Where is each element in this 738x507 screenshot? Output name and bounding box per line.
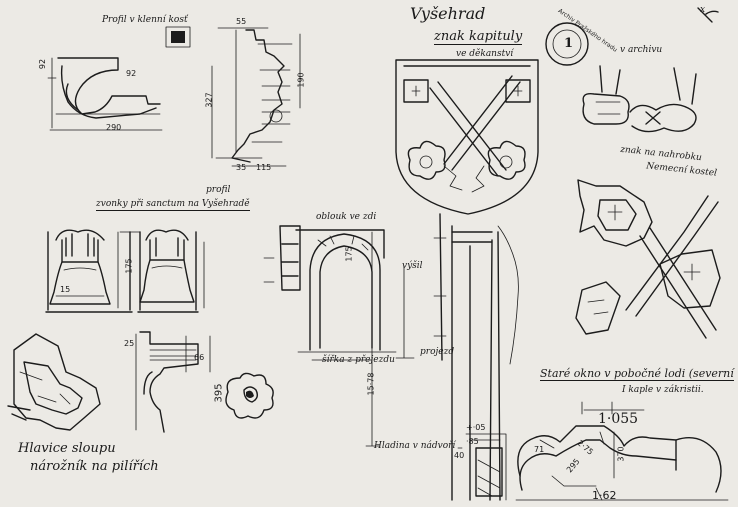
- label-corner-piece: nárožník na pilířích: [30, 459, 159, 474]
- archive-keys-sketch: [582, 65, 697, 133]
- dim-105: +·05: [466, 423, 486, 432]
- capital-ornament-sketch: [7, 333, 101, 431]
- archive-stamp-number: 1: [564, 36, 574, 51]
- dim-175-arch: 175: [344, 246, 354, 262]
- label-profile: profil: [206, 185, 231, 195]
- archive-stamp-ring: [545, 22, 589, 66]
- label-arch: oblouk ve zdi: [316, 212, 377, 222]
- dim-290: 290: [106, 123, 122, 132]
- stepped-profile-sketch: [211, 27, 301, 167]
- corner-mark: x: [700, 5, 706, 15]
- dim-35: 35: [236, 163, 247, 172]
- dim-085: ·85: [466, 437, 479, 446]
- dim-55: 55: [236, 17, 247, 26]
- dim-92-left: 92: [38, 58, 48, 70]
- wall-section-sketch: [365, 213, 519, 501]
- dim-115: 115: [256, 163, 272, 172]
- label-chapter-arms: znak kapituly: [434, 29, 523, 45]
- dim-15: 15: [60, 285, 71, 294]
- flower-ornament-sketch: [225, 372, 274, 419]
- label-courtyard-level: Hladina v nádvoří: [374, 441, 456, 451]
- label-capital: Hlavice sloupu: [18, 441, 116, 456]
- dim-190: 190: [296, 72, 306, 88]
- window-profile-sketch: [47, 26, 191, 131]
- dim-25: 25: [124, 339, 135, 348]
- arch-sketch: [263, 225, 397, 361]
- dim-395: 395: [213, 383, 225, 403]
- dim-92: 92: [126, 69, 137, 78]
- dim-327: 327: [204, 92, 214, 108]
- dim-40: 40: [454, 451, 465, 460]
- label-old-window: Staré okno v pobočné lodi (severní: [540, 367, 734, 381]
- corbel-profile-sketch: [135, 331, 211, 433]
- label-passage-width: šířka z přejezdu: [322, 355, 395, 365]
- chapter-shield-sketch: [395, 59, 539, 215]
- dim-71: 71: [534, 445, 545, 454]
- corner-mark-glyph: [697, 7, 719, 23]
- label-bells: zvonky při sanctum na Vyšehradě: [96, 199, 250, 211]
- label-in-archive: v archivu: [620, 45, 663, 55]
- label-window-profile: Profil v klenní kosť: [102, 15, 188, 25]
- label-in-deanery: ve děkanství: [456, 49, 514, 59]
- dim-175: 175: [124, 258, 134, 274]
- sheet-title: Vyšehrad: [410, 4, 486, 23]
- label-height: výšil: [402, 261, 423, 271]
- label-passage: projezd: [420, 347, 455, 357]
- dim-66: 66: [194, 353, 205, 362]
- old-window-sketch: [457, 401, 729, 501]
- dim-1055: 1·055: [598, 411, 639, 427]
- label-sacristy: I kaple v zákristii.: [622, 385, 704, 395]
- tomb-keys-sketch: [575, 179, 721, 339]
- dim-162: 1·62: [592, 489, 617, 502]
- dim-1578: 15·78: [366, 372, 376, 396]
- bell-sketches: [45, 229, 205, 313]
- dim-370: 370: [616, 446, 626, 462]
